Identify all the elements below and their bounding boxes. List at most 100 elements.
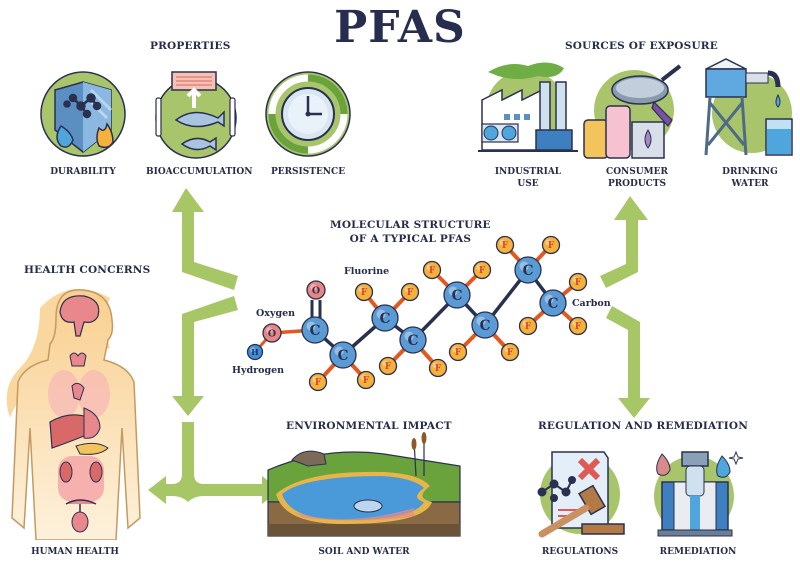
consumer-products-label-line2: PRODUCTS xyxy=(607,179,667,189)
fluorine-atom-symbol: F xyxy=(363,376,370,386)
fluorine-bond xyxy=(503,243,530,272)
fluorine-atom-symbol: F xyxy=(575,322,582,332)
oxygen-label: Oxygen xyxy=(256,308,296,319)
fluorine-atom xyxy=(495,235,515,255)
page-title: PFAS xyxy=(334,2,466,53)
fluorine-atom-symbol: F xyxy=(507,348,514,358)
fluorine-atom-highlight xyxy=(452,346,459,353)
fluorine-atom xyxy=(472,260,492,280)
regulations-label: REGULATIONS xyxy=(541,547,619,557)
oxygen-atom-double-highlight xyxy=(310,284,317,291)
fluorine-atom-symbol: F xyxy=(361,288,368,298)
carbon-bond xyxy=(341,316,387,357)
fluorine-bond xyxy=(386,338,415,368)
pond-soil-icon xyxy=(264,432,464,537)
fluorine-atom-symbol: F xyxy=(502,241,509,251)
molecule-heading-line1: MOLECULAR STRUCTURE xyxy=(330,219,491,231)
industrial-use-label-line2: USE xyxy=(517,179,539,189)
industrial-use-icon xyxy=(478,52,578,162)
fluorine-atom-highlight xyxy=(358,286,365,293)
carbon-atom xyxy=(371,304,399,332)
health-heading: HEALTH CONCERNS xyxy=(24,264,151,276)
carbon-atom-highlight xyxy=(306,321,316,331)
fluorine-atom xyxy=(568,316,588,336)
fluorine-atom xyxy=(428,358,448,378)
arrow-fork xyxy=(148,422,280,504)
fluorine-bond xyxy=(316,353,345,384)
fluorine-atom xyxy=(354,282,374,302)
consumer-products-label: CONSUMER PRODUCTS xyxy=(587,166,687,190)
human-organs-icon xyxy=(0,278,150,540)
fluorine-bond xyxy=(526,301,555,328)
hydrogen-bond xyxy=(253,331,274,354)
fluorine-bond xyxy=(411,338,440,370)
carbon-atom-highlight xyxy=(544,294,554,304)
fluorine-atom-highlight xyxy=(426,264,433,271)
fluorine-atom xyxy=(518,316,538,336)
fluorine-atom-highlight xyxy=(499,239,506,246)
oxygen-atom-hydroxyl-symbol: O xyxy=(268,328,276,339)
carbon-atom-symbol: C xyxy=(548,296,559,312)
carbon-atom-symbol: C xyxy=(310,323,321,339)
fluorine-atom-symbol: F xyxy=(455,348,462,358)
environment-heading: ENVIRONMENTAL IMPACT xyxy=(286,420,452,432)
fluorine-atom-highlight xyxy=(382,360,389,367)
molecule-heading-line2: OF A TYPICAL PFAS xyxy=(349,233,472,245)
fluorine-atom xyxy=(400,282,420,302)
fluorine-atom-symbol: F xyxy=(385,362,392,372)
arrow-to-regulation xyxy=(606,306,650,418)
fluorine-atom-highlight xyxy=(545,239,552,246)
remediation-label: REMEDIATION xyxy=(659,547,737,557)
carbon-atom-highlight xyxy=(334,346,344,356)
drinking-water-label-line1: DRINKING xyxy=(722,167,778,177)
fluorine-bond xyxy=(526,243,553,272)
carbon-bond xyxy=(526,268,555,305)
carbon-atom xyxy=(539,289,567,317)
fluorine-atom-symbol: F xyxy=(429,266,436,276)
carbon-bond xyxy=(455,293,487,327)
hydrogen-atom-symbol: H xyxy=(251,348,259,357)
carbon-atom xyxy=(443,281,471,309)
oxygen-bond xyxy=(270,328,317,335)
hydrogen-atom-highlight xyxy=(250,347,256,353)
oxygen-atom-hydroxyl xyxy=(262,323,282,343)
fluorine-atom-highlight xyxy=(504,346,511,353)
molecule-heading: MOLECULAR STRUCTURE OF A TYPICAL PFAS xyxy=(330,218,491,246)
arrow-to-properties xyxy=(172,188,238,290)
carbon-bond xyxy=(411,293,459,342)
carbon-bond xyxy=(383,316,415,342)
consumer-products-icon xyxy=(582,62,692,162)
oxygen-atom-hydroxyl-highlight xyxy=(266,327,273,334)
industrial-use-label-line1: INDUSTRIAL xyxy=(494,167,562,177)
persistence-label: PERSISTENCE xyxy=(270,167,346,177)
human-health-label: HUMAN HEALTH xyxy=(31,547,119,557)
fluorine-atom-highlight xyxy=(572,276,579,283)
fluorine-bond xyxy=(341,353,368,382)
carbon-bond xyxy=(483,268,530,327)
sources-heading: SOURCES OF EXPOSURE xyxy=(565,40,718,52)
regulation-heading: REGULATION AND REMEDIATION xyxy=(538,420,749,432)
soil-and-water-label: SOIL AND WATER xyxy=(318,547,410,557)
fluorine-atom-highlight xyxy=(572,320,579,327)
fluorine-atom-symbol: F xyxy=(479,266,486,276)
carbon-label: Carbon xyxy=(572,298,611,309)
carbon-atom xyxy=(471,311,499,339)
gavel-document-icon xyxy=(532,448,628,538)
hydrogen-atom xyxy=(246,343,264,361)
fluorine-atom-highlight xyxy=(360,374,367,381)
oxygen-atom-double-symbol: O xyxy=(312,285,320,296)
fluorine-atom-highlight xyxy=(312,376,319,383)
fluorine-atom-symbol: F xyxy=(575,278,582,288)
fluorine-atom xyxy=(568,272,588,292)
carbon-atom xyxy=(301,316,329,344)
carbon-atom-highlight xyxy=(519,261,529,271)
fluorine-atom xyxy=(500,342,520,362)
hydrogen-label: Hydrogen xyxy=(232,365,285,376)
fluorine-bond xyxy=(362,290,387,320)
durability-label: DURABILITY xyxy=(50,167,116,177)
fluorine-bond xyxy=(430,268,459,297)
fluorine-atom-symbol: F xyxy=(548,241,555,251)
fluorine-atom-symbol: F xyxy=(407,288,414,298)
fluorine-bond xyxy=(455,268,484,297)
carbon-atom-symbol: C xyxy=(380,311,391,327)
